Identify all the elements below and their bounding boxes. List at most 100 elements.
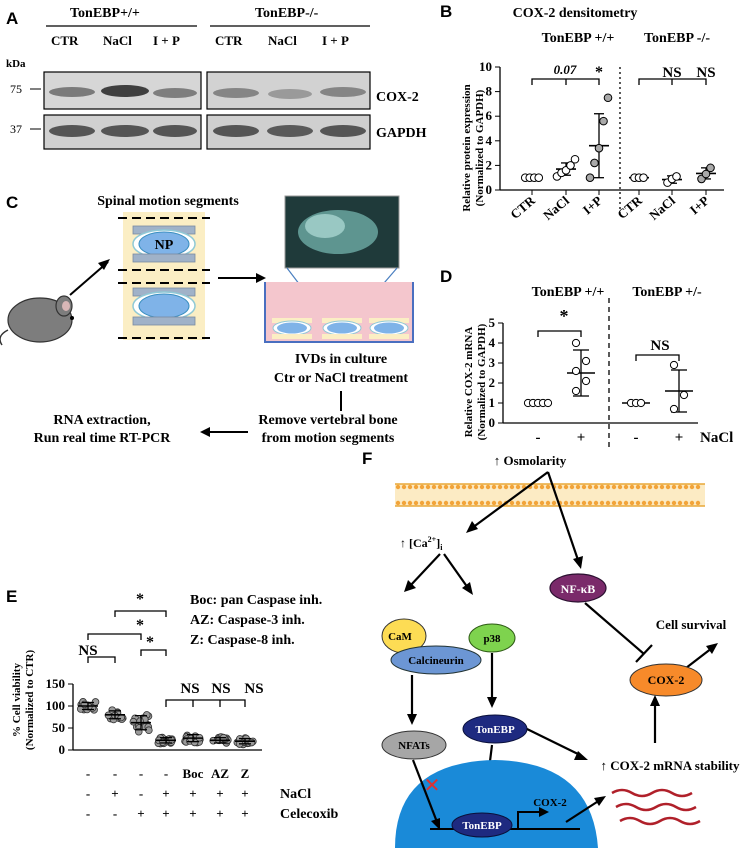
- lipid-head: [659, 484, 665, 490]
- chart-b-annot-p: 0.07: [554, 62, 577, 77]
- chart-e-bracket: [165, 699, 246, 707]
- chart-b-ytick-label: 0: [486, 182, 493, 197]
- chart-e-ytick-label: 150: [46, 676, 66, 691]
- calcineurin-node: [390, 645, 482, 675]
- lane-label: I + P: [322, 33, 349, 48]
- cam-label: CaM: [388, 631, 412, 643]
- condition-cell: -: [113, 766, 117, 781]
- lane-label: CTR: [215, 33, 243, 48]
- spine-diagram: NP: [118, 212, 210, 340]
- chart-b-ytick-label: 8: [486, 84, 493, 99]
- legend-az: AZ: Caspase-3 inh.: [190, 613, 305, 628]
- lane-label: NaCl: [103, 33, 132, 48]
- lipid-head: [521, 500, 527, 506]
- header-tonebp-wt: TonEBP+/+: [70, 6, 140, 21]
- panel-letter-f: F: [362, 449, 372, 468]
- lipid-head: [449, 484, 455, 490]
- mrna-squiggles: [611, 788, 701, 826]
- chart-e-annot-star-2: *: [136, 617, 144, 634]
- ivd-culture-label: IVDs in culture: [295, 352, 387, 367]
- chart-d-xtick-label: +: [675, 430, 684, 446]
- rna-extraction-label: RNA extraction,: [53, 413, 150, 428]
- condition-cell: +: [241, 786, 248, 801]
- chart-b-point: [594, 143, 604, 153]
- condition-cell: -: [86, 786, 90, 801]
- lipid-head: [563, 500, 569, 506]
- panel-letter-e: E: [6, 587, 17, 606]
- nuclear-tonebp-label: TonEBP: [462, 820, 502, 832]
- lipid-head: [485, 484, 491, 490]
- cox2-node: [629, 663, 703, 697]
- chart-b-point: [590, 158, 599, 168]
- lipid-head: [563, 484, 569, 490]
- condition-cell: +: [216, 786, 223, 801]
- chart-d-point: [679, 390, 689, 400]
- chart-e-point: [136, 717, 144, 725]
- chart-b-ylabel-1: Relative protein expression: [461, 84, 473, 211]
- kda-label: kDa: [6, 58, 26, 70]
- chart-d-xtick-label: -: [536, 430, 541, 446]
- lipid-head: [659, 500, 665, 506]
- lipid-head: [455, 500, 461, 506]
- chart-e-ylabel-1: % Cell viability: [11, 663, 23, 737]
- condition-cell: +: [137, 806, 144, 821]
- nuclear-tonebp-node: [451, 812, 513, 838]
- lipid-head: [431, 484, 437, 490]
- panel-d: D TonEBP +/+ TonEBP +/- Relative COX-2 m…: [440, 267, 733, 449]
- lipid-head: [605, 484, 611, 490]
- nfats-node: [381, 730, 447, 760]
- lipid-head: [605, 500, 611, 506]
- panel-a: A TonEBP+/+ TonEBP-/- CTR NaCl I + P CTR…: [6, 6, 427, 150]
- lipid-head: [623, 500, 629, 506]
- lane-label: NaCl: [268, 33, 297, 48]
- lipid-head: [641, 484, 647, 490]
- chart-d-point: [581, 376, 591, 386]
- condition-cell: +: [111, 786, 118, 801]
- lipid-head: [689, 484, 695, 490]
- lipid-head: [425, 500, 431, 506]
- lipid-head: [575, 500, 581, 506]
- condition-cell: -: [86, 766, 90, 781]
- lipid-head: [545, 484, 551, 490]
- lipid-head: [647, 484, 653, 490]
- calcium-label: ↑ [Ca2+]i: [400, 535, 443, 552]
- lipid-head: [689, 500, 695, 506]
- lipid-head: [437, 500, 443, 506]
- lipid-head: [617, 484, 623, 490]
- row-label-nacl: NaCl: [280, 787, 311, 802]
- chart-b-annot-ns2: NS: [696, 65, 715, 81]
- chart-d-point: [571, 366, 581, 376]
- lipid-head: [539, 500, 545, 506]
- condition-cell: -: [139, 766, 143, 781]
- chart-b-xtick-label: NaCl: [540, 193, 572, 223]
- lane-label: I + P: [153, 33, 180, 48]
- osmolarity-label: ↑ Osmolarity: [494, 453, 567, 468]
- remove-bone-label-1: Remove vertebral bone: [258, 413, 397, 428]
- chart-b-point: [672, 172, 681, 181]
- panel-letter-a: A: [6, 9, 18, 28]
- legend-z: Z: Caspase-8 inh.: [190, 633, 295, 648]
- marker-75: 75: [10, 82, 22, 96]
- chart-d-ytick-label: 4: [489, 335, 496, 350]
- lipid-head: [641, 500, 647, 506]
- lipid-head: [479, 500, 485, 506]
- chart-b-group-right: TonEBP -/-: [644, 31, 710, 46]
- lipid-head: [401, 500, 407, 506]
- condition-cell: Boc: [183, 766, 204, 781]
- lipid-head: [611, 500, 617, 506]
- chart-b-annot-ns1: NS: [662, 65, 681, 81]
- chart-d-ytick-label: 3: [489, 355, 496, 370]
- chart-b-ylabel-2: (Normalized to GAPDH): [474, 89, 486, 206]
- lipid-head: [437, 484, 443, 490]
- chart-b-point: [585, 173, 595, 182]
- lipid-head: [491, 484, 497, 490]
- nucleus: [395, 760, 598, 848]
- condition-cell: AZ: [211, 766, 229, 781]
- chart-d-point: [571, 386, 581, 396]
- lipid-head: [419, 484, 425, 490]
- chart-d-point: [669, 404, 679, 414]
- chart-d-bracket: [537, 330, 582, 337]
- lipid-head: [515, 500, 521, 506]
- chart-b-point: [599, 116, 608, 126]
